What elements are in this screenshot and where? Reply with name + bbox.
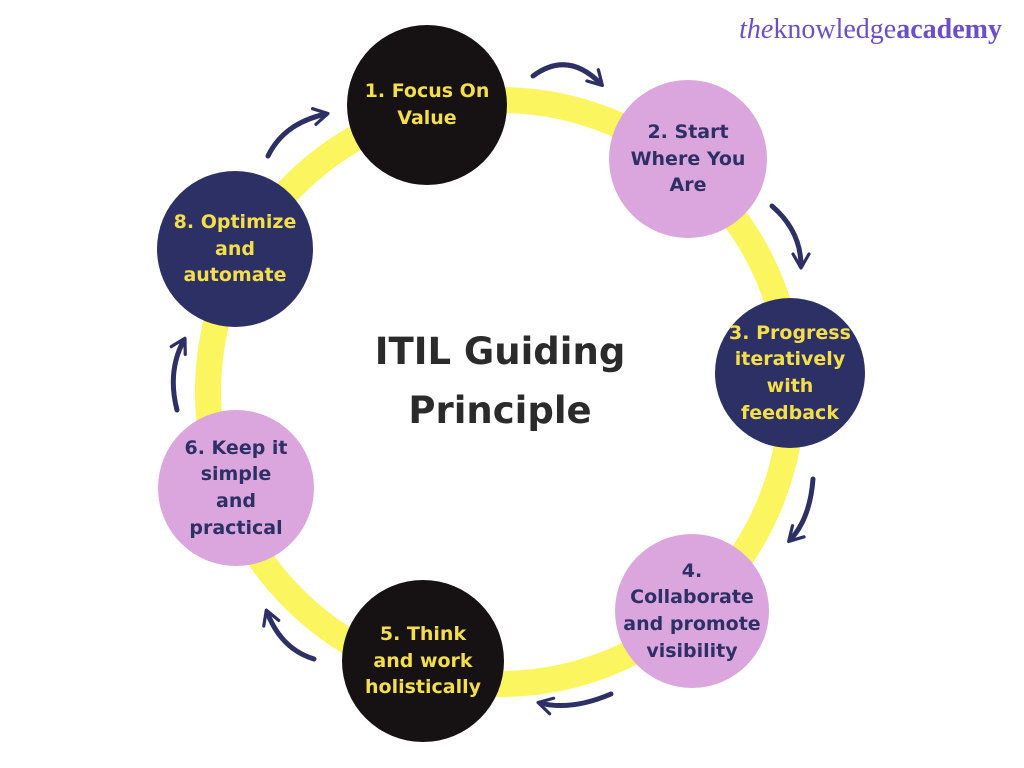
arrow-3-to-4-icon	[787, 476, 816, 544]
node-5-think-and-work-holistically: 5. Think and work holistically	[342, 580, 504, 742]
logo-word-the: the	[739, 14, 774, 45]
arrow-4-to-5-icon	[536, 691, 614, 716]
node-8-optimize-and-automate: 8. Optimize and automate	[157, 171, 313, 327]
diagram-title: ITIL Guiding Principle	[374, 330, 626, 433]
node-2-start-where-you-are: 2. Start Where You Are	[609, 80, 767, 238]
arrow-2-to-3-icon	[769, 203, 811, 270]
node-3-progress-iteratively-with-feedback: 3. Progress iteratively with feedback	[715, 298, 865, 448]
arrow-1-to-2-icon	[530, 62, 604, 88]
logo-word-knowledge: knowledge	[773, 14, 897, 45]
brand-logo: theknowledgeacademy	[739, 14, 1002, 46]
node-4-collaborate-and-promote-visibility: 4. Collaborate and promote visibility	[615, 534, 769, 688]
logo-word-academy: academy	[896, 14, 1002, 45]
node-6-keep-it-simple-and-practical: 6. Keep it simple and practical	[158, 410, 314, 566]
arrow-6-to-8-icon	[169, 336, 187, 413]
node-1-focus-on-value: 1. Focus On Value	[347, 25, 507, 185]
